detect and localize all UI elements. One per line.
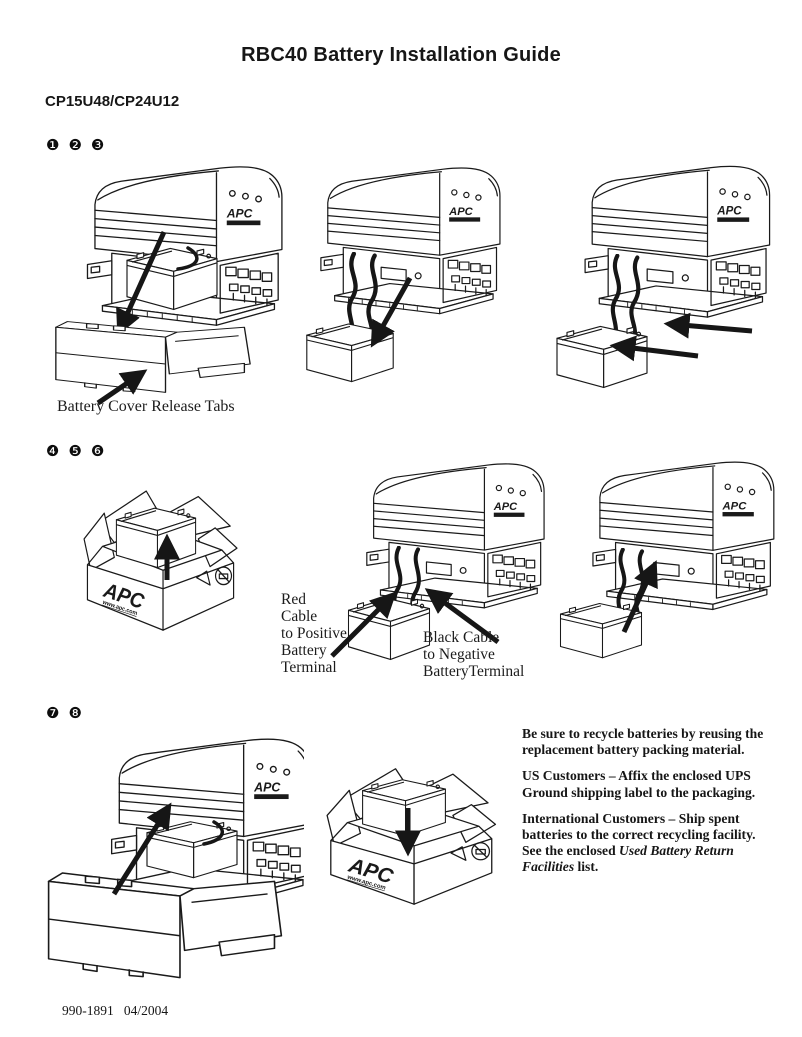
note-international-customers: International Customers – Ship spent bat…	[522, 811, 778, 876]
arrow-black-cable	[424, 588, 500, 645]
arrow-red-cable	[330, 591, 397, 658]
battery	[559, 603, 643, 659]
step-8-marker: ❽	[68, 704, 82, 722]
note-intl-end: list.	[574, 859, 599, 875]
note-us-customers: US Customers – Affix the enclosed UPS Gr…	[522, 768, 756, 800]
step-3-marker: ❸	[90, 136, 105, 154]
note-recycle: Be sure to recycle batteries by reusing …	[522, 726, 764, 758]
part-number: 990-1891 04/2004	[62, 1003, 169, 1018]
arrow-left-icon	[609, 335, 699, 362]
ups-unit	[320, 167, 501, 315]
step-5-marker: ❺	[68, 442, 82, 460]
arrow-down-icon	[370, 276, 413, 348]
battery	[556, 325, 648, 389]
red-cable-label: Red Cable to Positive Battery Terminal	[281, 591, 347, 676]
figure-step6-insert-battery	[559, 461, 775, 659]
step-7-marker: ❼	[46, 704, 60, 722]
battery-cover	[47, 872, 283, 979]
arrow-release-tabs	[96, 369, 148, 406]
figure-step1-remove-cover	[55, 166, 283, 406]
cable-arc	[176, 246, 199, 271]
figure-step5-connect-cables	[330, 463, 545, 661]
figure-step4-unpack-battery	[83, 490, 238, 631]
step-6-marker: ❻	[90, 442, 105, 460]
page-title: RBC40 Battery Installation Guide	[241, 44, 561, 66]
arrow-left-icon	[663, 312, 753, 339]
battery-cover	[55, 320, 251, 394]
step-4-marker: ❹	[46, 442, 60, 460]
black-cable-label: Black Cable to Negative BatteryTerminal	[423, 629, 525, 680]
ups-unit	[110, 738, 304, 903]
ups-unit	[592, 461, 775, 611]
figure-step8-pack-battery	[326, 768, 497, 905]
battery-cover-release-tabs-label: Battery Cover Release Tabs	[57, 398, 235, 415]
cable-arc	[202, 820, 224, 846]
arrow-up-icon	[111, 802, 172, 896]
arrow-to-cover	[116, 230, 167, 336]
step-2-marker: ❷	[68, 136, 82, 154]
arrow-up-icon	[621, 560, 658, 634]
ups-unit	[366, 463, 545, 609]
recycling-notes: Be sure to recycle batteries by reusing …	[522, 726, 778, 886]
model-number: CP15U48/CP24U12	[45, 93, 180, 110]
figure-step7-replace-cover	[47, 738, 304, 979]
ups-unit	[584, 165, 771, 318]
figure-step3-disconnect-cables	[556, 165, 771, 389]
step-1-marker: ❶	[46, 136, 60, 154]
note-intl-text: International Customers – Ship spent bat…	[522, 810, 756, 859]
note-intl-italic: Used Battery Return Facilities	[522, 843, 734, 875]
figure-step2-lower-battery	[306, 167, 501, 383]
